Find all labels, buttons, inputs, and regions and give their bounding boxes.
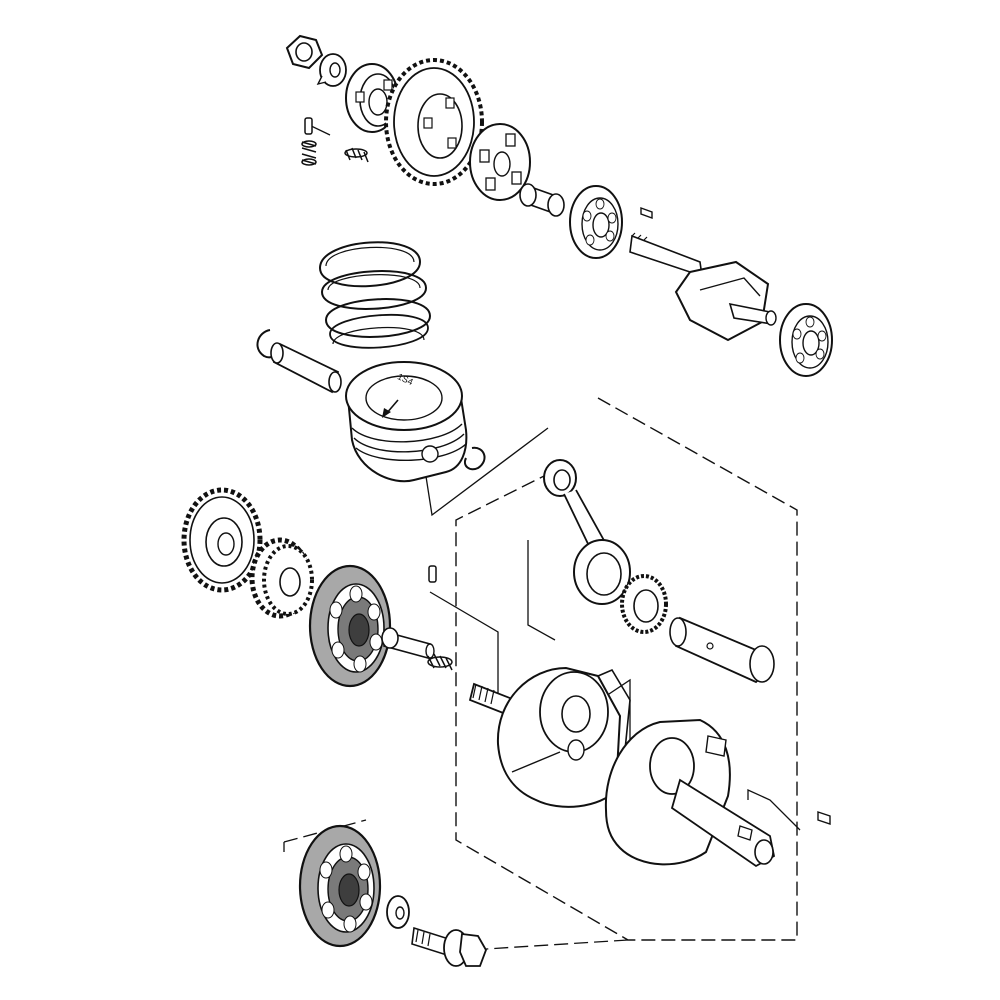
primary-gear-group — [181, 487, 453, 688]
bottom-hardware-group — [298, 824, 487, 967]
piston-icon: 1S4 — [345, 361, 468, 483]
crankshaft-group — [468, 666, 831, 868]
damper-holder-icon — [345, 63, 399, 133]
damper-plate-icon — [469, 123, 531, 201]
balancer-shaft-group — [285, 34, 833, 377]
piston-ring-icon — [319, 241, 422, 288]
arrow-icon — [382, 399, 399, 418]
connecting-rod-icon — [543, 459, 631, 605]
balancer-shaft-icon — [629, 232, 777, 342]
needle-bearing-icon — [620, 574, 668, 634]
piston-ring-icon — [321, 270, 428, 310]
crank-pin-icon — [669, 616, 775, 684]
pin-icon — [428, 565, 437, 583]
spring-icon — [344, 147, 369, 163]
balancer-drive-gear-icon — [249, 537, 314, 619]
key-icon — [817, 811, 831, 825]
key-icon — [640, 207, 653, 219]
spring-icon — [427, 653, 453, 671]
pin-icon — [304, 117, 313, 135]
ball-bearing-icon — [298, 824, 382, 948]
crankshaft-right-half-icon — [604, 718, 776, 868]
plunger-pin-icon — [381, 627, 435, 660]
ball-bearing-icon — [569, 185, 623, 259]
collar-icon — [519, 183, 565, 217]
connecting-rod-group — [543, 459, 775, 684]
circlip-icon — [464, 446, 486, 471]
flange-bolt-icon — [411, 926, 487, 967]
washer-icon — [386, 895, 410, 929]
lock-washer-icon — [316, 53, 347, 87]
primary-drive-gear-icon — [181, 487, 263, 593]
spring-icon — [301, 140, 317, 166]
crankshaft-left-half-icon — [468, 666, 631, 808]
oil-ring-icon — [325, 298, 432, 349]
piston-group: 1S4 — [256, 241, 486, 483]
ball-bearing-icon — [308, 564, 392, 688]
balancer-driven-gear-icon — [384, 58, 484, 186]
nut-icon — [285, 34, 324, 70]
ball-bearing-icon — [779, 303, 833, 377]
piston-pin-icon — [270, 342, 342, 394]
